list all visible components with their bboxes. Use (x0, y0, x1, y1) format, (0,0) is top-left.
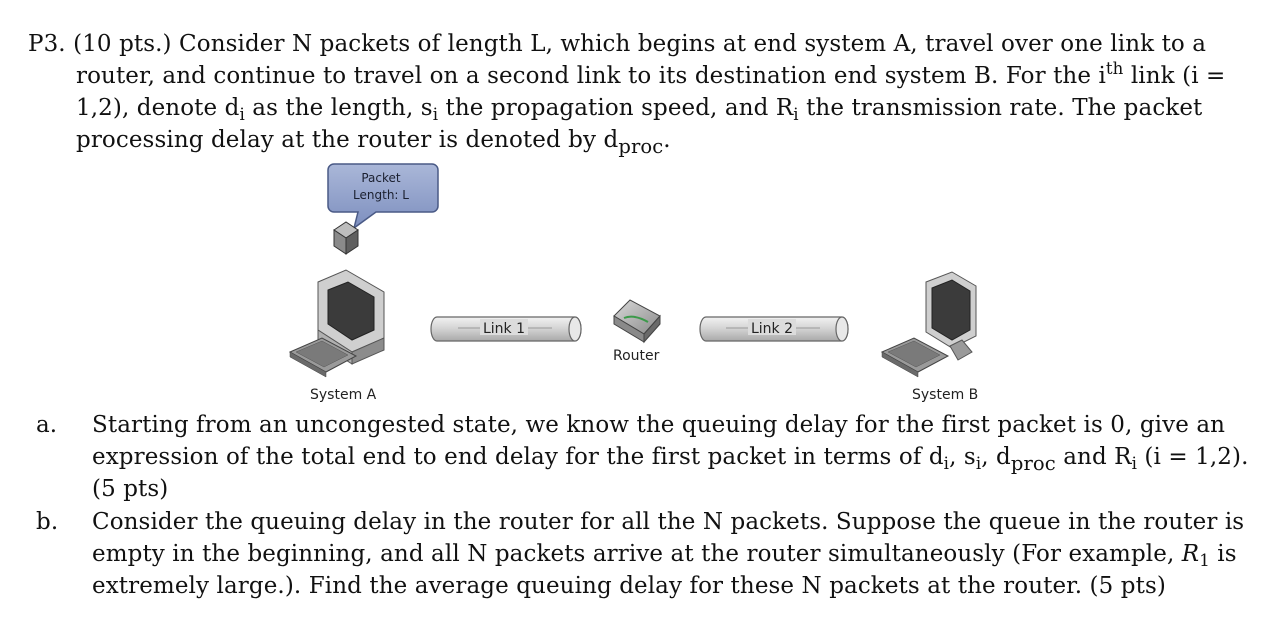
part-a-marker: a. (36, 412, 58, 438)
router-label: Router (613, 348, 660, 364)
computer-a-icon (288, 269, 385, 378)
part-b-marker: b. (36, 509, 59, 535)
problem-line-1: P3. (10 pts.) Consider N packets of leng… (28, 31, 1207, 57)
link-2-label: Link 2 (751, 321, 793, 337)
part-b-line-1: Consider the queuing delay in the router… (92, 509, 1245, 535)
problem-line-4: processing delay at the router is denote… (76, 127, 671, 158)
router-icon (613, 299, 661, 344)
system-b-label: System B (912, 387, 979, 403)
link-2: Link 2 (699, 316, 849, 342)
callout-line-2: Length: L (353, 188, 409, 202)
computer-b-icon (880, 271, 977, 378)
packet-callout: Packet Length: L (327, 163, 439, 230)
part-a: Starting from an uncongested state, we k… (92, 409, 1249, 505)
part-a-line-3: (5 pts) (92, 476, 169, 502)
system-a-label: System A (310, 387, 377, 403)
link-1-label: Link 1 (483, 321, 525, 337)
packet-icon (333, 221, 359, 255)
link-1: Link 1 (430, 316, 582, 342)
part-b-line-2: empty in the beginning, and all N packet… (92, 541, 1237, 570)
part-a-line-1: Starting from an uncongested state, we k… (92, 412, 1226, 438)
part-b: Consider the queuing delay in the router… (92, 506, 1245, 602)
problem-statement: P3. (10 pts.) Consider N packets of leng… (28, 28, 1226, 158)
part-b-line-3: extremely large.). Find the average queu… (92, 573, 1166, 599)
problem-line-3: 1,2), denote di as the length, si the pr… (76, 95, 1203, 124)
callout-line-1: Packet (361, 171, 401, 185)
part-a-line-2: expression of the total end to end delay… (92, 444, 1249, 475)
problem-line-2: router, and continue to travel on a seco… (76, 58, 1226, 89)
